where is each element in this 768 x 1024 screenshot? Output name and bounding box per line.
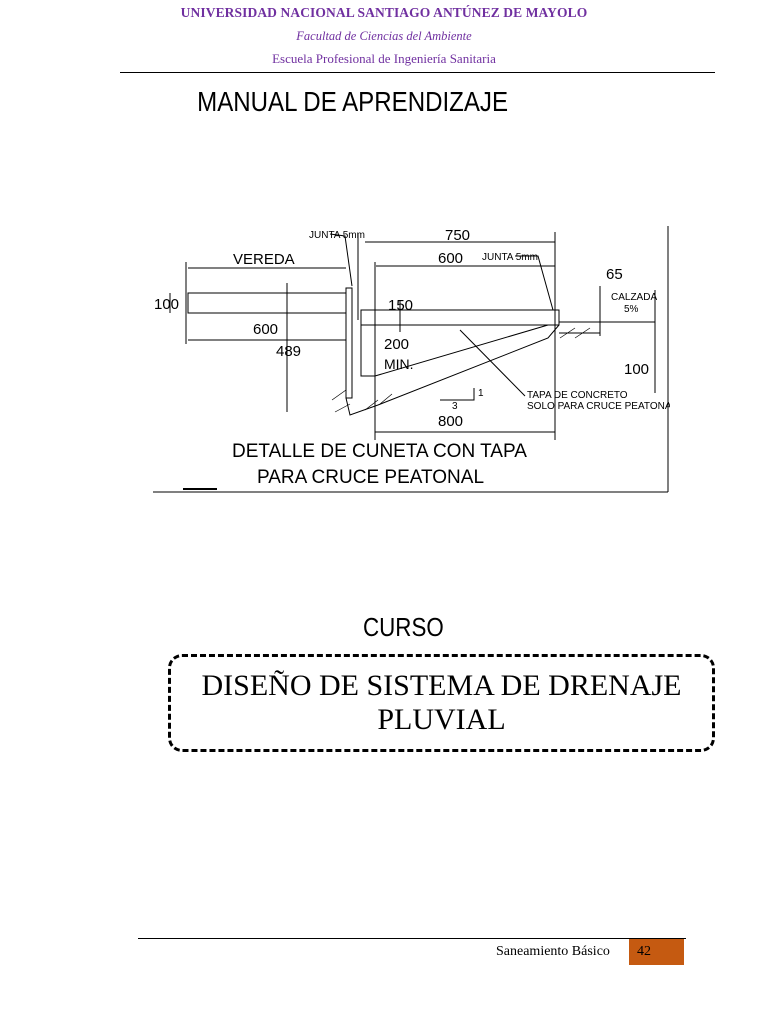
label-dim-100-left: 100 <box>154 296 179 313</box>
label-tapa-2: SOLO PARA CRUCE PEATONAL <box>527 401 670 412</box>
footer-divider <box>138 938 686 939</box>
header-school: Escuela Profesional de Ingeniería Sanita… <box>272 51 496 66</box>
caption-line-1: DETALLE DE CUNETA CON TAPA <box>232 441 527 462</box>
label-vereda: VEREDA <box>233 251 295 268</box>
curb <box>345 287 353 399</box>
label-dim-65: 65 <box>606 266 623 283</box>
label-tapa-1: TAPA DE CONCRETO <box>527 390 628 401</box>
course-title: DISEÑO DE SISTEMA DE DRENAJE PLUVIAL <box>201 669 682 736</box>
caption-line-2: PARA CRUCE PEATONAL <box>257 467 484 488</box>
course-label: CURSO <box>363 612 444 642</box>
page-number-badge: 42 <box>629 939 684 965</box>
label-slope-3: 3 <box>452 401 458 412</box>
concrete-cover <box>360 309 560 326</box>
header-divider <box>120 72 715 73</box>
cuneta-technical-drawing: JUNTA 5mm 750 VEREDA 600 JUNTA 5mm 65 CA… <box>153 226 670 493</box>
label-slope: 5% <box>624 304 639 315</box>
label-min: MIN. <box>384 356 414 372</box>
label-calzada: CALZADA <box>611 292 657 303</box>
label-dim-750: 750 <box>445 227 470 244</box>
label-slope-1: 1 <box>478 388 484 399</box>
course-title-box: DISEÑO DE SISTEMA DE DRENAJE PLUVIAL <box>168 654 715 752</box>
label-dim-200: 200 <box>384 336 409 353</box>
manual-title: MANUAL DE APRENDIZAJE <box>197 86 509 117</box>
label-dim-100-right: 100 <box>624 361 649 378</box>
label-dim-800: 800 <box>438 413 463 430</box>
label-dim-600-top: 600 <box>438 250 463 267</box>
label-dim-150: 150 <box>388 297 413 314</box>
label-dim-600-mid: 600 <box>253 321 278 338</box>
label-junta-right: JUNTA 5mm <box>482 252 538 263</box>
header-faculty: Facultad de Ciencias del Ambiente <box>296 29 472 43</box>
label-dim-489: 489 <box>276 343 301 360</box>
footer-text: Saneamiento Básico <box>496 944 610 959</box>
sidewalk-slab <box>187 292 347 314</box>
gutter-body <box>360 324 549 377</box>
header-university: UNIVERSIDAD NACIONAL SANTIAGO ANTÚNEZ DE… <box>180 5 588 20</box>
label-junta-left: JUNTA 5mm <box>309 230 365 241</box>
